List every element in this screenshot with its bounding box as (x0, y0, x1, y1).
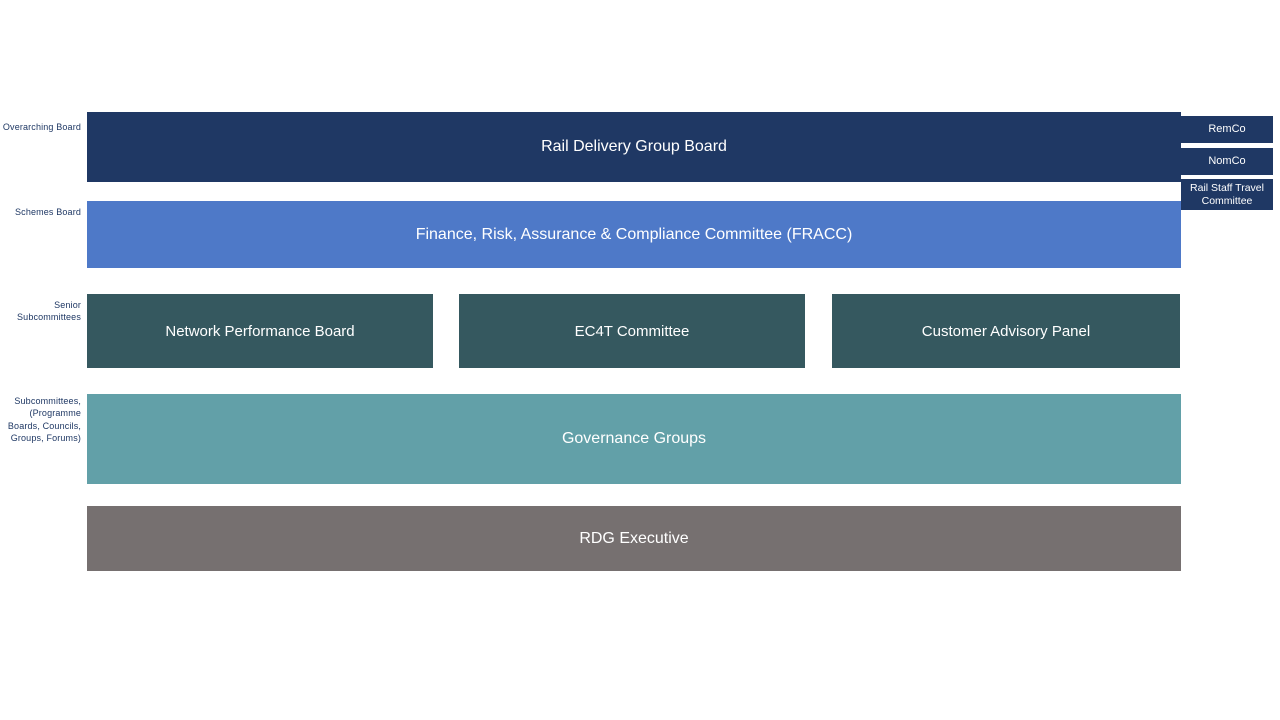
node-rail-staff-travel-committee[interactable]: Rail Staff Travel Committee (1181, 179, 1273, 210)
node-nomco-label: NomCo (1208, 155, 1246, 167)
node-fracc-label: Finance, Risk, Assurance & Compliance Co… (415, 225, 853, 243)
node-rdg-executive-label: RDG Executive (579, 529, 689, 547)
node-network-performance-board[interactable]: Network Performance Board (87, 294, 433, 368)
node-rdg-executive[interactable]: RDG Executive (87, 506, 1181, 571)
row-label-senior-subcommittees: Senior Subcommittees (17, 300, 81, 323)
node-remco-label: RemCo (1208, 123, 1246, 135)
row-label-overarching-board: Overarching Board (2, 122, 81, 132)
node-governance-groups-label: Governance Groups (561, 430, 707, 447)
row-label-schemes-board: Schemes Board (15, 207, 81, 217)
node-governance-groups[interactable]: Governance Groups (87, 394, 1181, 484)
node-ec4t-committee[interactable]: EC4T Committee (459, 294, 805, 368)
row-label-subcommittees: Subcommittees, (Programme Boards, Counci… (7, 396, 81, 444)
node-fracc[interactable]: Finance, Risk, Assurance & Compliance Co… (87, 201, 1181, 268)
node-rail-staff-travel-committee-label: Rail Staff Travel Committee (1190, 182, 1264, 207)
node-customer-advisory-panel-label: Customer Advisory Panel (921, 322, 1091, 340)
node-ec4t-committee-label: EC4T Committee (574, 322, 690, 340)
node-network-performance-board-label: Network Performance Board (165, 322, 355, 340)
node-nomco[interactable]: NomCo (1181, 148, 1273, 175)
node-remco[interactable]: RemCo (1181, 116, 1273, 143)
node-rail-delivery-group-board-label: Rail Delivery Group Board (541, 138, 727, 155)
node-customer-advisory-panel[interactable]: Customer Advisory Panel (832, 294, 1180, 368)
node-rail-delivery-group-board[interactable]: Rail Delivery Group Board (87, 112, 1181, 182)
